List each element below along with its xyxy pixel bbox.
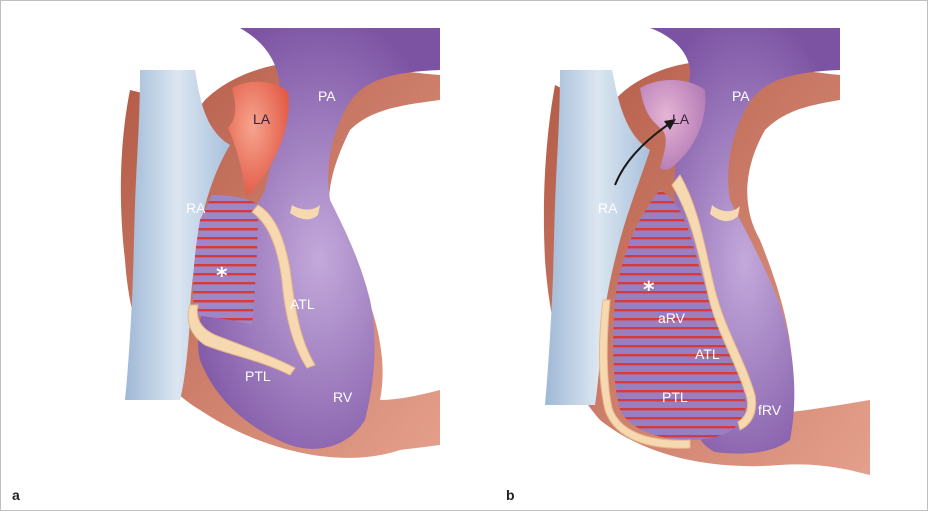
- panel-a-atrialized-marker: *: [216, 264, 228, 289]
- panel-b-septal-leaflet: [710, 205, 740, 222]
- panel-a-posterior-tricuspid-leaflet: [187, 304, 296, 376]
- panel-b: RA LA PA aRV ATL PTL fRV *: [543, 28, 870, 476]
- panel-a: RA LA PA ATL PTL RV *: [120, 28, 440, 458]
- panel-a-left-atrium: [228, 81, 289, 195]
- panel-b-shunt-arrowhead: [664, 119, 676, 130]
- panel-b-posterior-tricuspid-leaflet: [598, 299, 691, 449]
- panel-b-label-frv: fRV: [758, 402, 782, 418]
- panel-a-label-atl: ATL: [290, 296, 315, 312]
- panel-b-letter: b: [506, 487, 515, 503]
- panel-a-right-ventricle: [198, 28, 440, 449]
- panel-a-label-ptl: PTL: [245, 368, 271, 384]
- panel-b-atrialized-marker: *: [643, 278, 655, 303]
- panel-a-letter: a: [12, 487, 20, 503]
- panel-b-label-ra: RA: [598, 200, 618, 216]
- panel-a-label-ra: RA: [186, 200, 206, 216]
- panel-a-atrialized-area: [192, 195, 258, 325]
- panel-b-anterior-tricuspid-leaflet: [671, 174, 757, 431]
- panel-a-right-atrium: [125, 70, 230, 400]
- panel-b-shunt-arrow: [614, 121, 673, 186]
- panel-b-right-atrium: [545, 70, 650, 405]
- panel-b-label-atl: ATL: [695, 346, 720, 362]
- panel-b-atrialized-right-ventricle: [613, 190, 746, 440]
- panel-a-label-pa: PA: [318, 88, 336, 104]
- panel-b-label-pa: PA: [732, 88, 750, 104]
- panel-a-label-rv: RV: [333, 389, 353, 405]
- panel-b-label-la: LA: [672, 111, 690, 127]
- panel-a-label-la: LA: [253, 111, 271, 127]
- panel-b-label-arv: aRV: [658, 310, 686, 326]
- panel-b-label-ptl: PTL: [662, 389, 688, 405]
- panel-a-anterior-tricuspid-leaflet: [251, 204, 316, 369]
- panel-a-septal-leaflet: [290, 205, 320, 220]
